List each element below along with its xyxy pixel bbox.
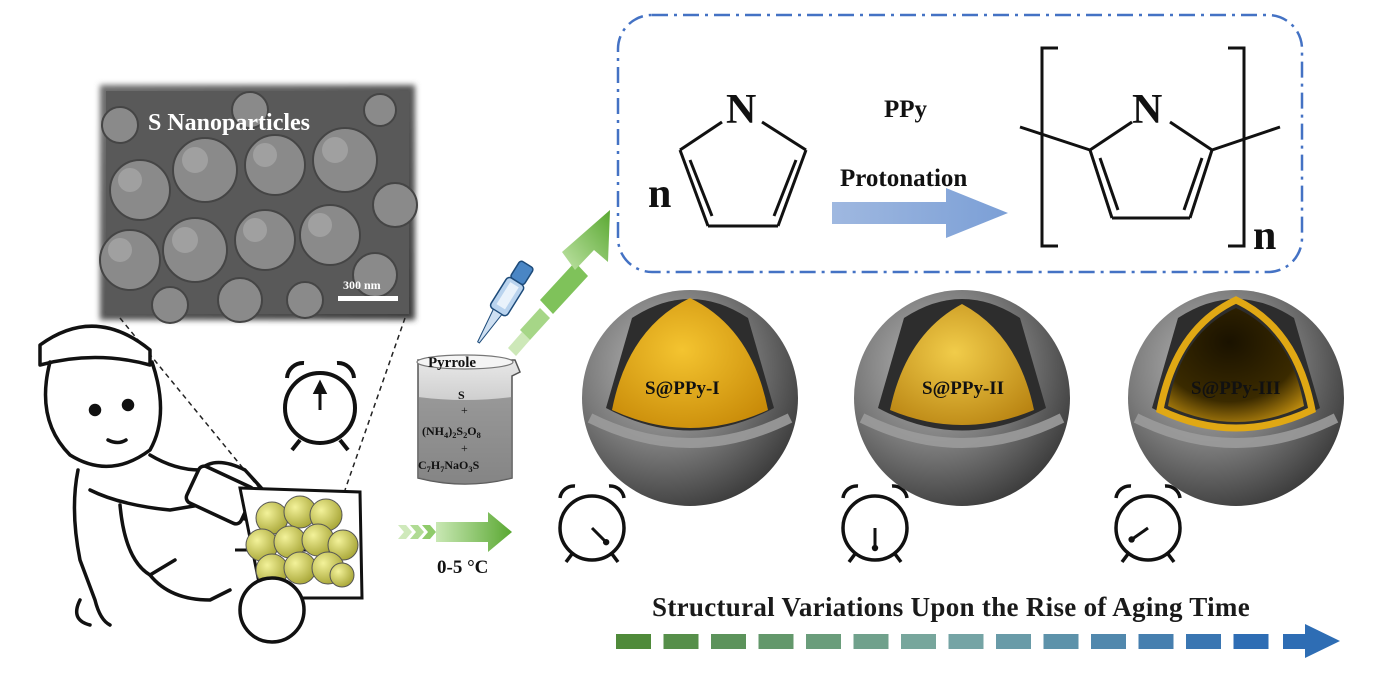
alarm-clock-icon — [841, 484, 909, 564]
temperature-label: 0-5 °C — [437, 557, 489, 578]
projection-lines — [119, 317, 406, 496]
aging-time-label: Structural Variations Upon the Rise of A… — [652, 592, 1251, 622]
timeline-dash — [996, 634, 1031, 649]
alarm-clock-icon — [283, 360, 357, 452]
sem-title: S Nanoparticles — [148, 110, 310, 136]
sem-highlights — [108, 137, 348, 262]
scale-bar — [338, 296, 398, 301]
timeline-dash — [711, 634, 746, 649]
protonation-label: Protonation — [840, 165, 968, 192]
sphere-label-1: S@PPy-I — [645, 378, 720, 399]
timeline-dash — [806, 634, 841, 649]
timeline-arrow-head — [1283, 624, 1340, 658]
beaker-sulfonate-formula: C7H7NaO3S — [418, 458, 480, 474]
pyrrole-monomer-structure — [678, 120, 808, 228]
sphere-label-2: S@PPy-II — [922, 378, 1005, 399]
timeline-dash — [1138, 634, 1174, 649]
sulfur-core — [1168, 308, 1304, 422]
beaker-icon — [416, 354, 521, 485]
polymer-subscript: n — [1253, 213, 1277, 259]
sphere-label-3: S@PPy-III — [1191, 378, 1281, 399]
sphere-3 — [1128, 290, 1344, 506]
beaker-plus-2: + — [461, 441, 468, 455]
worker-cartoon-icon — [38, 324, 267, 627]
sulfur-core — [890, 304, 1034, 425]
timeline-dash — [948, 634, 984, 649]
sulfur-balls — [245, 495, 359, 588]
polypyrrole-structure — [1019, 46, 1281, 248]
timeline-dash — [1186, 634, 1221, 649]
alarm-clock-icon — [558, 484, 626, 564]
reaction-frame — [616, 13, 1304, 274]
timeline-dash — [758, 634, 794, 649]
aging-timeline — [616, 624, 1340, 658]
sphere-2 — [854, 290, 1070, 506]
timeline-dash — [663, 634, 699, 649]
beaker-sulfur-label: S — [458, 388, 465, 402]
pipette-icon — [477, 260, 534, 344]
sphere-clocks — [558, 484, 1182, 564]
timeline-dash — [901, 634, 936, 649]
horizontal-green-arrow-icon — [398, 512, 512, 552]
sphere-1 — [582, 290, 798, 506]
timeline-dash — [616, 634, 651, 649]
cart-icon — [235, 486, 364, 644]
pyrrole-label: Pyrrole — [428, 355, 477, 371]
sulfur-core — [612, 298, 768, 428]
beaker-plus-1: + — [461, 403, 468, 417]
protonation-arrow-icon — [832, 188, 1008, 238]
beaker-aps-formula: (NH4)2S2O8 — [422, 424, 481, 440]
green-dashed-arrow-icon — [508, 210, 610, 356]
timeline-dash — [1233, 634, 1269, 649]
polymer-nitrogen: N — [1132, 87, 1163, 133]
core-shell-spheres — [582, 290, 1344, 506]
timeline-dash — [853, 634, 889, 649]
ppy-label: PPy — [884, 96, 928, 123]
monomer-nitrogen: N — [726, 87, 757, 133]
timeline-dash — [1043, 634, 1079, 649]
monomer-coefficient: n — [648, 171, 672, 217]
sem-image — [99, 85, 418, 324]
timeline-dash — [1091, 634, 1126, 649]
scale-bar-label: 300 nm — [343, 278, 381, 292]
cart-wheel — [238, 576, 306, 644]
alarm-clock-icon — [1114, 484, 1182, 564]
